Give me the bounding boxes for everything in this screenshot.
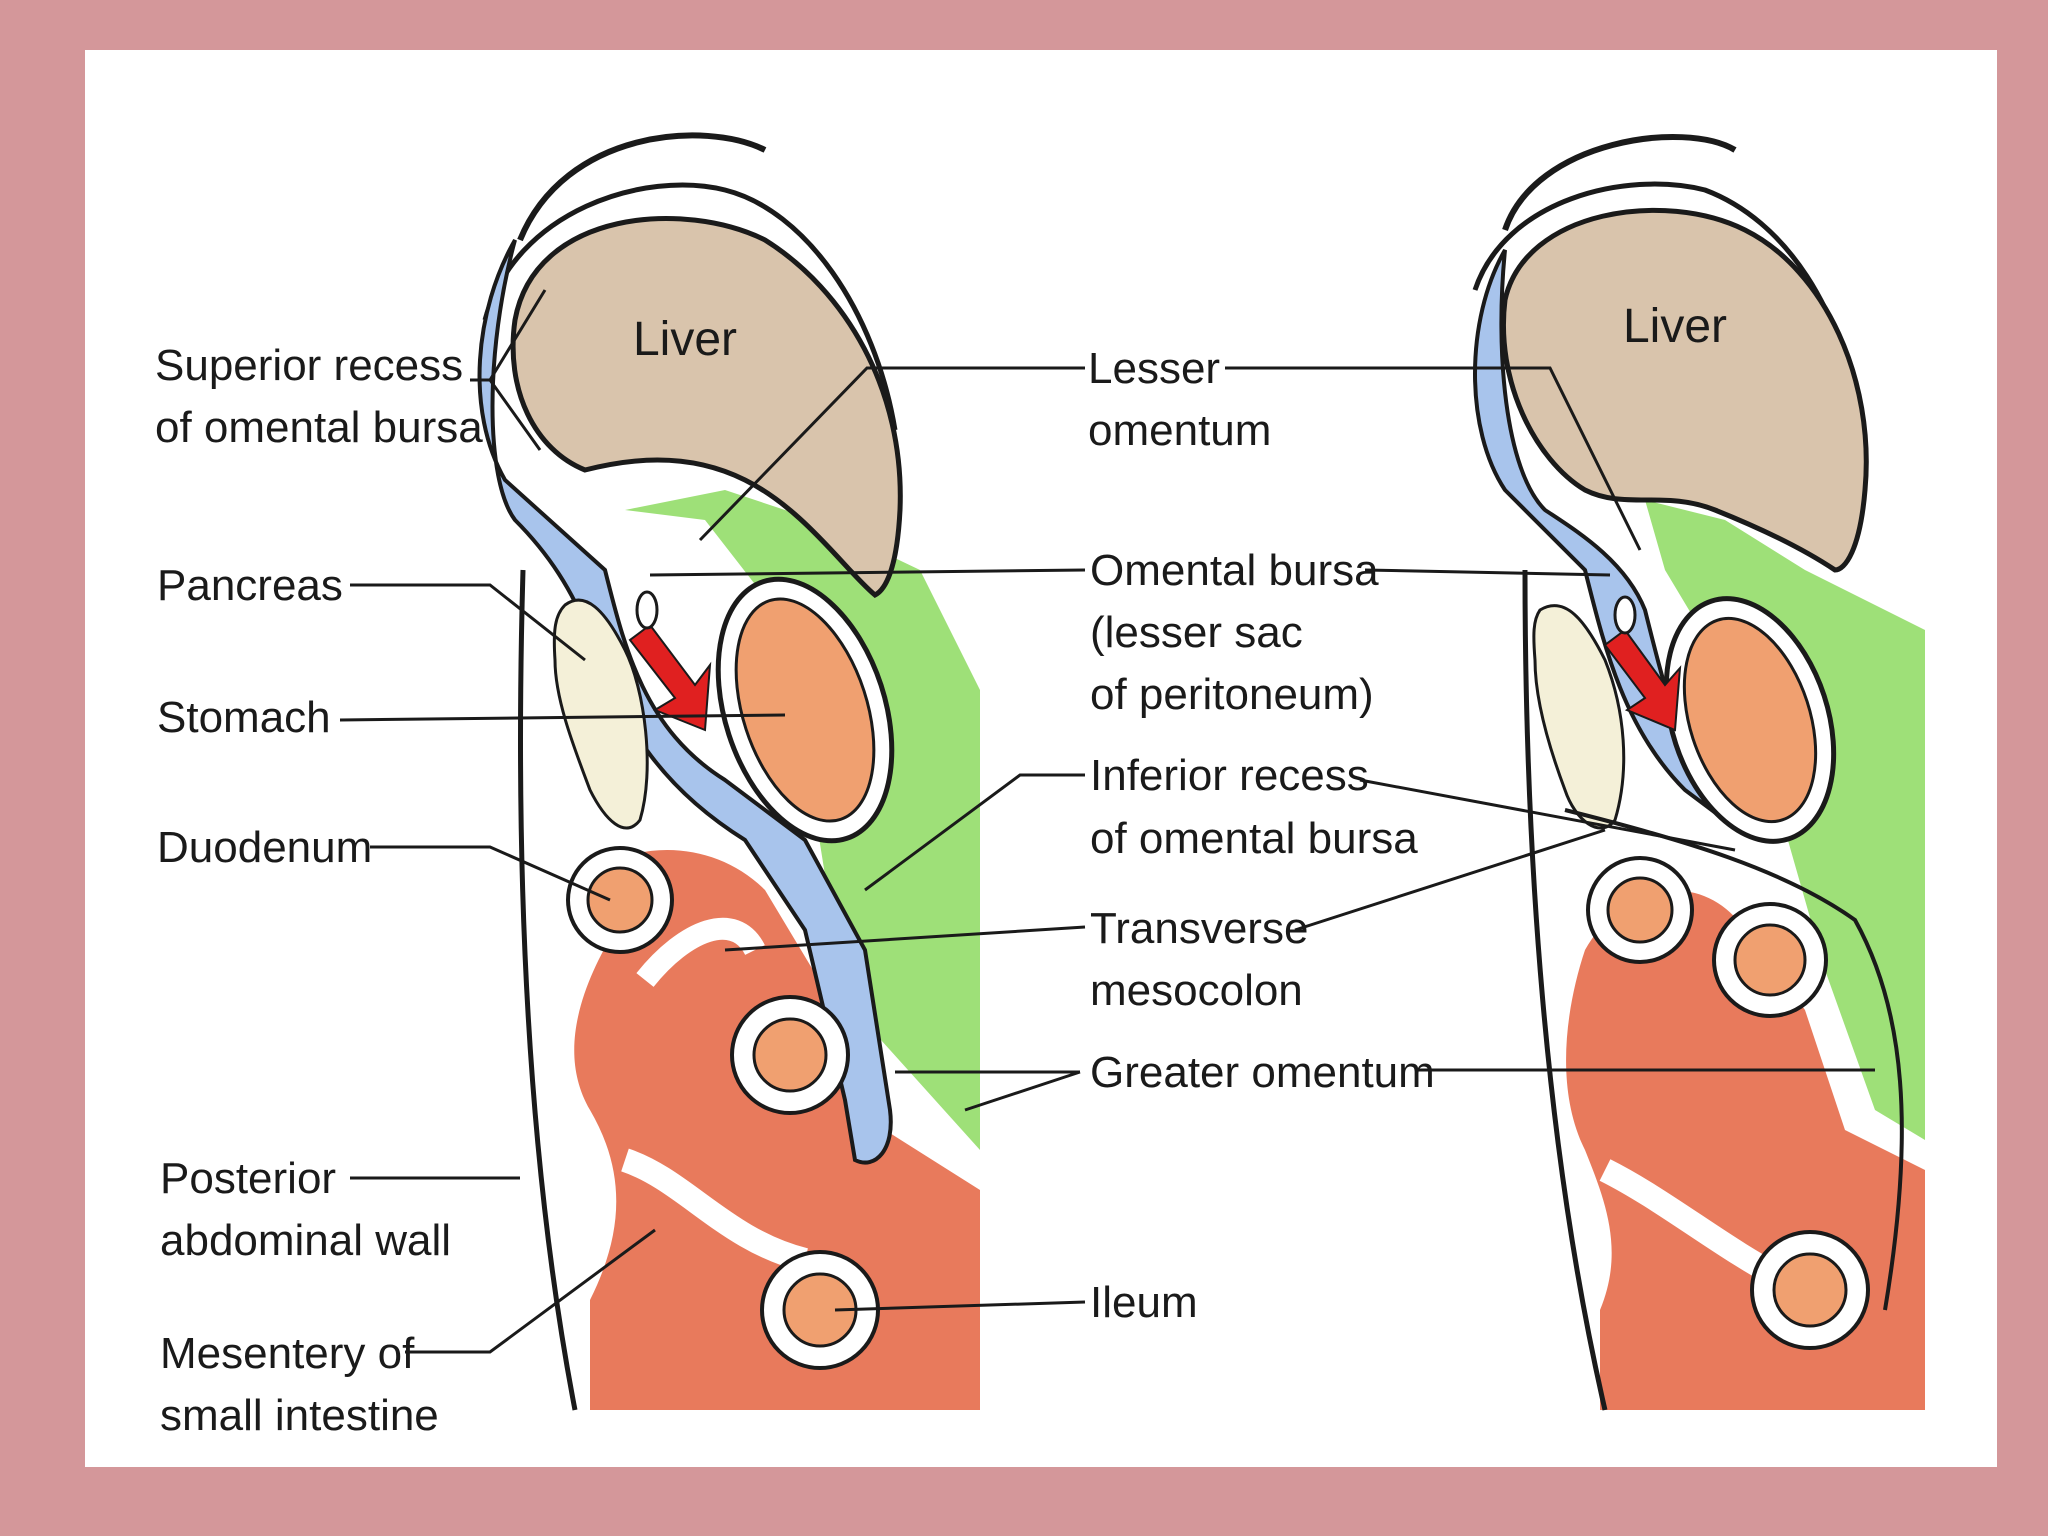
right-liver [1501, 207, 1869, 573]
left-pancreas [552, 598, 649, 830]
omental-bursa-diagram: Liver Liver [155, 132, 1925, 1440]
label-mesentery-1: Mesentery of [160, 1329, 415, 1378]
label-lesser-omentum-1: Lesser [1088, 344, 1220, 393]
label-inferior-recess-1: Inferior recess [1090, 751, 1369, 800]
leader-greater-omentum-left [895, 1070, 1081, 1112]
diagram-panel: Liver Liver [85, 50, 1997, 1467]
leader-lesser-omentum-left [698, 366, 1085, 542]
label-greater-omentum: Greater omentum [1090, 1048, 1435, 1097]
left-diaphragm-inner [482, 182, 898, 431]
left-diaphragm [517, 132, 767, 242]
leader-lesser-omentum-right [1225, 366, 1642, 551]
label-omental-bursa-3: of peritoneum) [1090, 670, 1374, 719]
label-duodenum: Duodenum [157, 823, 372, 872]
label-posterior-wall-1: Posterior [160, 1154, 336, 1203]
label-superior-recess-2: of omental bursa [155, 403, 483, 452]
label-ileum: Ileum [1090, 1278, 1198, 1327]
leader-omental-bursa-left [649, 568, 1086, 577]
label-transverse-1: Transverse [1090, 904, 1308, 953]
right-ileum-lumen [1772, 1252, 1848, 1328]
label-omental-bursa-2: (lesser sac [1090, 608, 1303, 657]
leader-inferior-recess-right [1359, 778, 1736, 852]
label-superior-recess-1: Superior recess [155, 341, 463, 390]
label-transverse-2: mesocolon [1090, 966, 1303, 1015]
right-diaphragm [1502, 134, 1737, 231]
left-mesentery [620, 1148, 809, 1272]
right-foramen [1613, 595, 1637, 635]
right-stomach-lumen [1682, 616, 1818, 824]
leader-pancreas [350, 583, 586, 662]
label-lesser-omentum-2: omentum [1088, 406, 1271, 455]
left-view: Liver [477, 132, 980, 1411]
label-posterior-wall-2: abdominal wall [160, 1216, 451, 1265]
label-pancreas: Pancreas [157, 561, 343, 610]
left-foramen [635, 590, 659, 630]
left-stomach-lumen [734, 597, 876, 823]
labels: Superior recess of omental bursa Pancrea… [155, 341, 1435, 1440]
leader-omental-bursa-right [1364, 568, 1611, 577]
label-stomach: Stomach [157, 693, 331, 742]
left-intestine-mass [574, 850, 980, 1410]
right-view: Liver [1472, 134, 1925, 1411]
leader-transverse-right [1294, 828, 1606, 932]
leader-ileum [834, 1300, 1086, 1312]
left-posterior-wall [518, 569, 578, 1411]
leader-transverse-left [724, 925, 1086, 952]
right-duodenum-lumen [1606, 876, 1674, 944]
leader-inferior-recess-left [864, 773, 1085, 892]
right-pancreas [1532, 604, 1626, 830]
leader-duodenum [370, 845, 611, 902]
leader-stomach [339, 713, 786, 722]
right-posterior-wall [1522, 569, 1608, 1411]
right-greater-omentum-fold [1564, 808, 1904, 1311]
left-liver-label: Liver [633, 313, 737, 366]
left-arrow [628, 623, 712, 732]
leader-superior-recess [470, 289, 547, 451]
right-colon-lumen [1733, 923, 1807, 997]
leader-mesentery [405, 1228, 656, 1354]
right-liver-label: Liver [1623, 300, 1727, 353]
left-mesocolon-fold [636, 917, 765, 987]
leader-lines [339, 289, 1875, 1354]
left-duodenum-lumen [586, 866, 654, 934]
label-inferior-recess-2: of omental bursa [1090, 814, 1418, 863]
label-mesentery-2: small intestine [160, 1391, 439, 1440]
label-omental-bursa-1: Omental bursa [1090, 546, 1379, 595]
right-arrow [1603, 628, 1682, 732]
left-greater-sac [625, 490, 980, 1150]
left-liver [510, 216, 903, 598]
left-omental-bursa [477, 239, 893, 1165]
left-colon-lumen [752, 1017, 828, 1093]
